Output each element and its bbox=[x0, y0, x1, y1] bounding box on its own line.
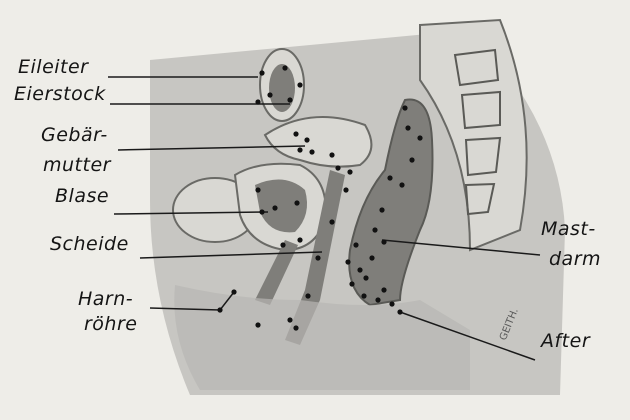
marker-dot bbox=[405, 125, 410, 130]
marker-dot bbox=[293, 131, 298, 136]
label-mastdarm-line2: darm bbox=[549, 248, 601, 270]
marker-dot bbox=[369, 255, 374, 260]
marker-dot bbox=[387, 175, 392, 180]
marker-dot bbox=[345, 259, 350, 264]
marker-dot bbox=[305, 293, 310, 298]
marker-dot bbox=[357, 267, 362, 272]
marker-dot bbox=[293, 325, 298, 330]
marker-dot bbox=[409, 157, 414, 162]
marker-dot bbox=[297, 237, 302, 242]
marker-dot bbox=[294, 200, 299, 205]
marker-dot bbox=[381, 239, 386, 244]
marker-dot bbox=[372, 227, 377, 232]
marker-dot bbox=[417, 135, 422, 140]
marker-dot bbox=[402, 105, 407, 110]
label-eierstock: Eierstock bbox=[14, 83, 106, 105]
marker-dot bbox=[280, 242, 285, 247]
marker-dot bbox=[329, 152, 334, 157]
marker-dot bbox=[287, 317, 292, 322]
label-harnroehre-line2: röhre bbox=[84, 313, 137, 335]
marker-dot bbox=[315, 255, 320, 260]
marker-dot bbox=[272, 205, 277, 210]
marker-dot bbox=[363, 275, 368, 280]
marker-dot bbox=[389, 301, 394, 306]
label-blase: Blase bbox=[55, 185, 109, 207]
marker-dot bbox=[217, 307, 222, 312]
marker-dot bbox=[335, 165, 340, 170]
marker-dot bbox=[297, 147, 302, 152]
label-scheide: Scheide bbox=[50, 233, 129, 255]
marker-dot bbox=[297, 82, 302, 87]
marker-dot bbox=[304, 137, 309, 142]
marker-dot bbox=[231, 289, 236, 294]
marker-dot bbox=[375, 297, 380, 302]
label-eileiter: Eileiter bbox=[18, 56, 88, 78]
label-gebaermutter-line2: mutter bbox=[43, 154, 111, 176]
marker-dot bbox=[255, 99, 260, 104]
marker-dot bbox=[343, 187, 348, 192]
marker-dot bbox=[353, 242, 358, 247]
marker-dot bbox=[361, 293, 366, 298]
marker-dot bbox=[381, 287, 386, 292]
marker-dot bbox=[259, 209, 264, 214]
label-harnroehre-line1: Harn- bbox=[78, 288, 133, 310]
marker-dot bbox=[329, 219, 334, 224]
marker-dot bbox=[349, 281, 354, 286]
marker-dot bbox=[287, 97, 292, 102]
ovary-core bbox=[269, 64, 295, 112]
marker-dot bbox=[379, 207, 384, 212]
marker-dot bbox=[282, 65, 287, 70]
marker-dot bbox=[255, 187, 260, 192]
marker-dot bbox=[267, 92, 272, 97]
label-gebaermutter-line1: Gebär- bbox=[41, 124, 108, 146]
label-after: After bbox=[541, 330, 590, 352]
label-mastdarm-line1: Mast- bbox=[541, 218, 596, 240]
marker-dot bbox=[347, 169, 352, 174]
marker-dot bbox=[397, 309, 402, 314]
marker-dot bbox=[399, 182, 404, 187]
marker-dot bbox=[309, 149, 314, 154]
marker-dot bbox=[255, 322, 260, 327]
marker-dot bbox=[259, 70, 264, 75]
